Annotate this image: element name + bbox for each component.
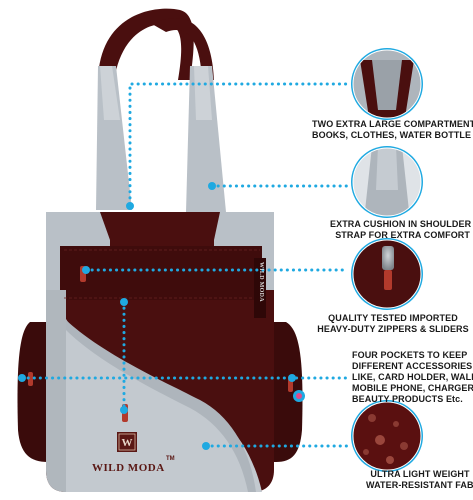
feature-pockets: FOUR POCKETS TO KEEP DIFFERENT ACCESSORI… <box>352 350 473 405</box>
feature-zippers: QUALITY TESTED IMPORTED HEAVY-DUTY ZIPPE… <box>317 313 469 335</box>
feature-line: TWO EXTRA LARGE COMPARTMENTFOR <box>312 119 473 129</box>
feature-cushion: EXTRA CUSHION IN SHOULDER STRAP FOR EXTR… <box>330 219 472 241</box>
strap-closeup-icon <box>351 146 423 218</box>
feature-fabric: ULTRA LIGHT WEIGHT WATER-RESISTANT FABRI… <box>366 469 473 491</box>
fabric-closeup-icon <box>351 400 423 472</box>
compartment-closeup-icon <box>351 48 423 120</box>
feature-line: MOBILE PHONE, CHARGER, <box>352 383 473 393</box>
logo-monogram: W <box>122 437 133 449</box>
feature-line: ULTRA LIGHT WEIGHT <box>370 469 470 479</box>
feature-line: QUALITY TESTED IMPORTED <box>328 313 458 323</box>
pocket-closeup-icon <box>293 390 305 402</box>
bag-handles <box>96 8 226 212</box>
feature-line: FOUR POCKETS TO KEEP <box>352 350 468 360</box>
feature-line: BEAUTY PRODUCTS Etc. <box>352 394 463 404</box>
feature-line: LIKE, CARD HOLDER, WALLET <box>352 372 473 382</box>
feature-line: BOOKS, CLOTHES, WATER BOTTLE Etc. <box>312 130 473 140</box>
feature-line: EXTRA CUSHION IN SHOULDER <box>330 219 472 229</box>
side-brand-tag: WILD MODA <box>258 262 264 302</box>
feature-line: HEAVY-DUTY ZIPPERS & SLIDERS <box>317 324 469 334</box>
bag-body: W <box>28 212 293 492</box>
brand-name: WILD MODA <box>92 462 165 474</box>
trademark-mark: TM <box>166 456 175 462</box>
leader-dots <box>18 182 296 450</box>
feature-compartments: TWO EXTRA LARGE COMPARTMENTFOR BOOKS, CL… <box>312 119 473 141</box>
zipper-closeup-icon <box>351 238 423 310</box>
feature-line: STRAP FOR EXTRA COMFORT <box>335 230 470 240</box>
feature-line: DIFFERENT ACCESSORIES <box>352 361 473 371</box>
feature-line: WATER-RESISTANT FABRIC <box>366 480 473 490</box>
